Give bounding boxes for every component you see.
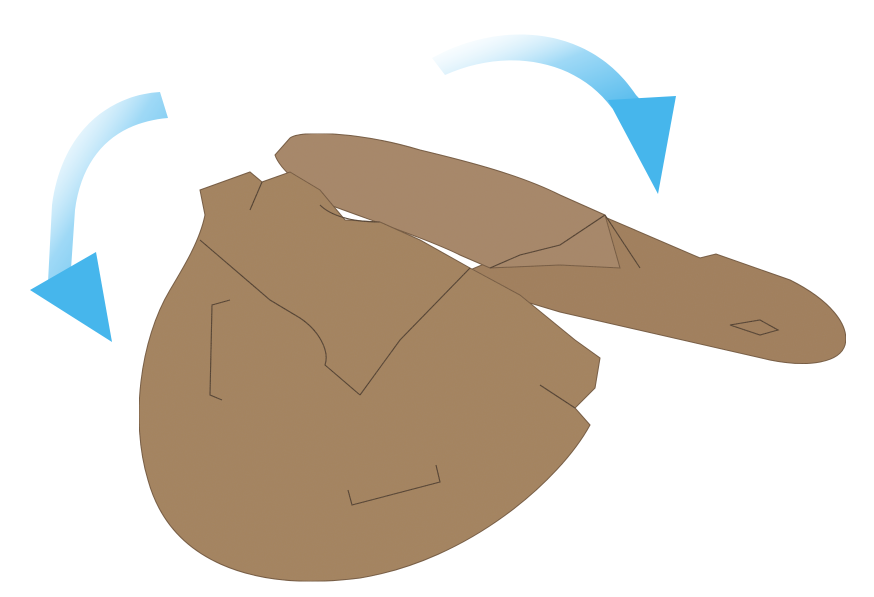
cardboard-blank bbox=[139, 134, 846, 582]
right-arrow-head-icon bbox=[608, 96, 676, 194]
left-fold-arrow bbox=[30, 92, 168, 342]
